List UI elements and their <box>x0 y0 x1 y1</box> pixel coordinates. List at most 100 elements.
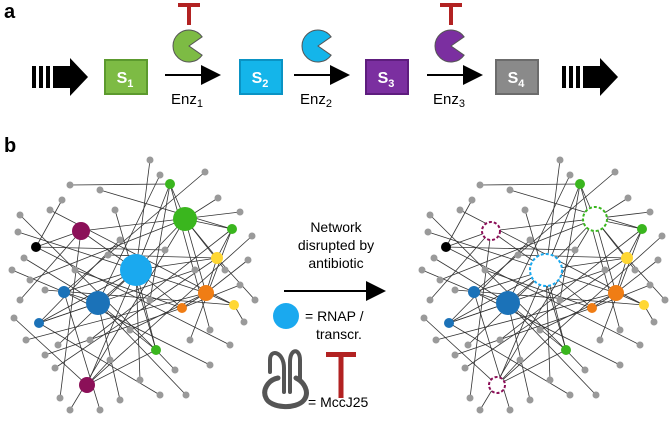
network-leaf-node <box>136 376 144 384</box>
center-text-line-2: disrupted by <box>298 237 374 253</box>
network-leaf-node <box>631 266 639 274</box>
network-leaf-node <box>46 206 54 214</box>
network-leaf-node <box>226 341 234 349</box>
enzyme-icon-1 <box>172 29 203 63</box>
network-leaf-node <box>476 406 484 414</box>
network-hub-node <box>468 286 480 298</box>
network-leaf-node <box>161 246 169 254</box>
network-hub-node <box>211 252 223 264</box>
network-edge <box>38 322 161 396</box>
network-leaf-node <box>236 281 244 289</box>
network-hub-node <box>198 285 214 301</box>
disrupted-hub-node <box>488 376 506 394</box>
network-edge <box>545 159 561 271</box>
network-leaf-node <box>566 171 574 179</box>
network-hub-node <box>86 291 110 315</box>
network-leaf-node <box>214 194 222 202</box>
network-leaf-node <box>186 336 194 344</box>
network-edge <box>59 230 82 399</box>
network-leaf-node <box>426 211 434 219</box>
network-edge <box>507 302 567 351</box>
network-leaf-node <box>516 356 524 364</box>
network-leaf-node <box>171 366 179 374</box>
network-leaf-node <box>66 406 74 414</box>
network-leaf-node <box>430 254 438 262</box>
network-edge <box>429 230 492 301</box>
network-leaf-node <box>506 186 514 194</box>
network-edge <box>545 269 551 381</box>
network-edge <box>448 322 571 396</box>
network-edge <box>445 246 576 251</box>
rnap-legend-line-1: = RNAP / <box>305 308 364 324</box>
network-leaf-node <box>54 341 62 349</box>
disrupted-hub-node <box>481 221 501 241</box>
network-hub-node <box>587 303 597 313</box>
network-edge <box>496 269 547 386</box>
network-edge <box>63 171 206 293</box>
substrate-box-1: S1 <box>104 59 148 95</box>
network-leaf-node <box>8 266 16 274</box>
network-leaf-node <box>624 194 632 202</box>
rnap-legend-icon <box>273 303 299 329</box>
network-edge <box>97 302 187 396</box>
network-edge <box>13 317 88 386</box>
network-edge <box>216 257 256 301</box>
mccj25-legend-label: = MccJ25 <box>308 394 369 410</box>
network-hub-node <box>496 291 520 315</box>
network-hub-node <box>639 300 649 310</box>
network-leaf-node <box>51 364 59 372</box>
network-leaf-node <box>104 251 112 259</box>
mccj25-lasso-icon <box>262 349 309 409</box>
enzyme-2: Enz2 <box>300 29 332 110</box>
network-edge <box>44 289 235 306</box>
network-hub-node <box>58 286 70 298</box>
enzyme-label-2: Enz2 <box>300 91 332 110</box>
network-hub-node <box>637 224 647 234</box>
network-edge <box>473 171 616 293</box>
network-edge <box>626 257 666 301</box>
network-hub-node <box>173 207 197 231</box>
network-leaf-node <box>156 391 164 399</box>
substrate-box-3: S3 <box>365 59 409 95</box>
network-leaf-node <box>650 318 658 326</box>
network-edge <box>184 218 207 294</box>
network-leaf-node <box>636 341 644 349</box>
network-leaf-node <box>418 266 426 274</box>
center-text-line-3: antibiotic <box>308 255 363 271</box>
center-text-line-1: Network <box>310 219 362 235</box>
network-hub-node <box>31 242 41 252</box>
network-edge <box>107 254 218 259</box>
network-leaf-node <box>611 168 619 176</box>
network-leaf-node <box>20 254 28 262</box>
network-edge <box>80 211 241 232</box>
network-leaf-node <box>461 364 469 372</box>
network-edge <box>421 269 475 293</box>
network-leaf-node <box>41 286 49 294</box>
network-leaf-node <box>616 361 624 369</box>
network-edge <box>423 317 498 386</box>
network-leaf-node <box>581 366 589 374</box>
network-leaf-node <box>116 236 124 244</box>
network-leaf-node <box>26 276 34 284</box>
network-edge <box>427 231 547 271</box>
network-leaf-node <box>116 396 124 404</box>
network-hub-node <box>120 254 152 286</box>
network-leaf-node <box>16 211 24 219</box>
network-leaf-node <box>526 396 534 404</box>
network-edge <box>19 230 82 301</box>
network-leaf-node <box>106 356 114 364</box>
panel-b-label: b <box>4 135 16 157</box>
network-leaf-node <box>616 326 624 334</box>
network-leaf-node <box>566 391 574 399</box>
network-edge <box>17 231 137 271</box>
rnap-legend-line-2: transcr. <box>316 326 362 342</box>
network-leaf-node <box>456 206 464 214</box>
network-hub-node <box>177 303 187 313</box>
network-leaf-node <box>506 406 514 414</box>
network-edge <box>149 183 171 301</box>
enzyme-label-1: Enz1 <box>171 91 203 110</box>
network-leaf-node <box>514 251 522 259</box>
network-edge <box>429 214 567 351</box>
network-hub-node <box>561 345 571 355</box>
network-edge <box>135 269 141 381</box>
